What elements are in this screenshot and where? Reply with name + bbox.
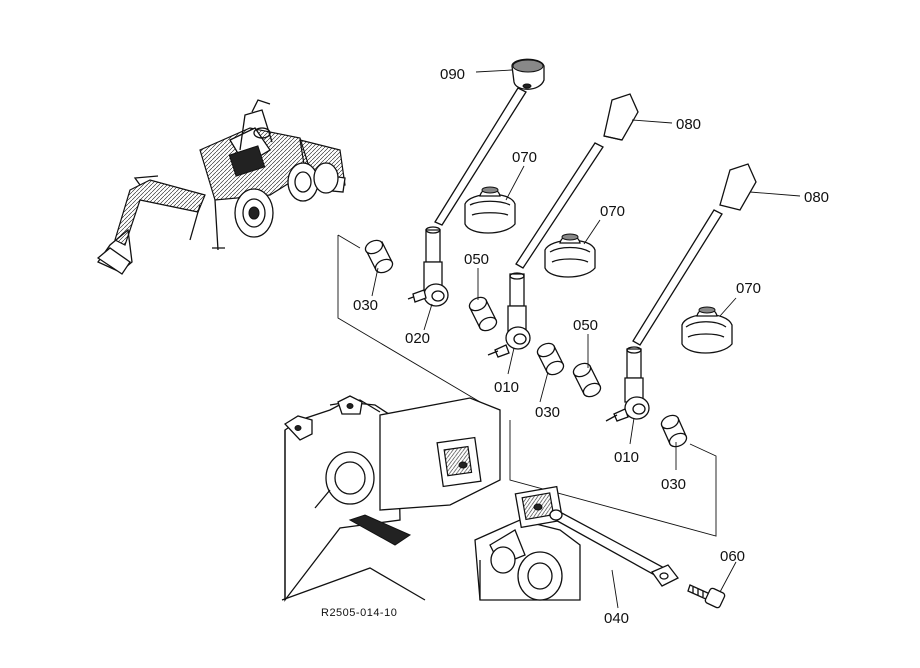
callout-070-right: 070: [736, 280, 761, 297]
callout-030-right: 030: [661, 476, 686, 493]
rubber-boot-1: [464, 186, 516, 234]
rubber-boot-2: [544, 233, 596, 278]
callout-030-middle: 030: [535, 404, 560, 421]
lever-knob-grip-right: [719, 163, 757, 211]
lever-knob-grip-middle: [603, 93, 639, 141]
callout-010-right: 010: [614, 449, 639, 466]
callout-070-left: 070: [512, 149, 537, 166]
callout-090: 090: [440, 66, 465, 83]
control-lever-left: [407, 87, 527, 307]
callout-050-left: 050: [464, 251, 489, 268]
lever-knob-ball: [511, 58, 545, 90]
bushing-030-right: [660, 414, 688, 448]
bolt-part: [687, 584, 726, 609]
callout-080-lower: 080: [804, 189, 829, 206]
callout-labels: 090 080 080 070 070 070 050 050 030 030 …: [353, 66, 829, 627]
control-frame-casting: [281, 395, 581, 602]
callout-080-upper: 080: [676, 116, 701, 133]
drawing-code: R2505-014-10: [321, 607, 397, 619]
callout-030-upper: 030: [353, 297, 378, 314]
callout-050-right: 050: [573, 317, 598, 334]
pivot-shaft-part: [549, 509, 679, 587]
callout-060: 060: [720, 548, 745, 565]
backhoe-tractor-illustration: [96, 99, 346, 275]
bushing-030-upper: [364, 239, 394, 274]
callout-040: 040: [604, 610, 629, 627]
control-lever-right: [605, 209, 723, 422]
callout-010-middle: 010: [494, 379, 519, 396]
bushing-030-middle: [536, 342, 565, 376]
callout-020: 020: [405, 330, 430, 347]
rubber-boot-3: [681, 306, 733, 354]
callout-070-middle: 070: [600, 203, 625, 220]
control-lever-middle: [487, 142, 604, 358]
leader-lines: [371, 69, 801, 609]
collar-050-left: [468, 296, 498, 332]
collar-050-right: [572, 362, 602, 398]
